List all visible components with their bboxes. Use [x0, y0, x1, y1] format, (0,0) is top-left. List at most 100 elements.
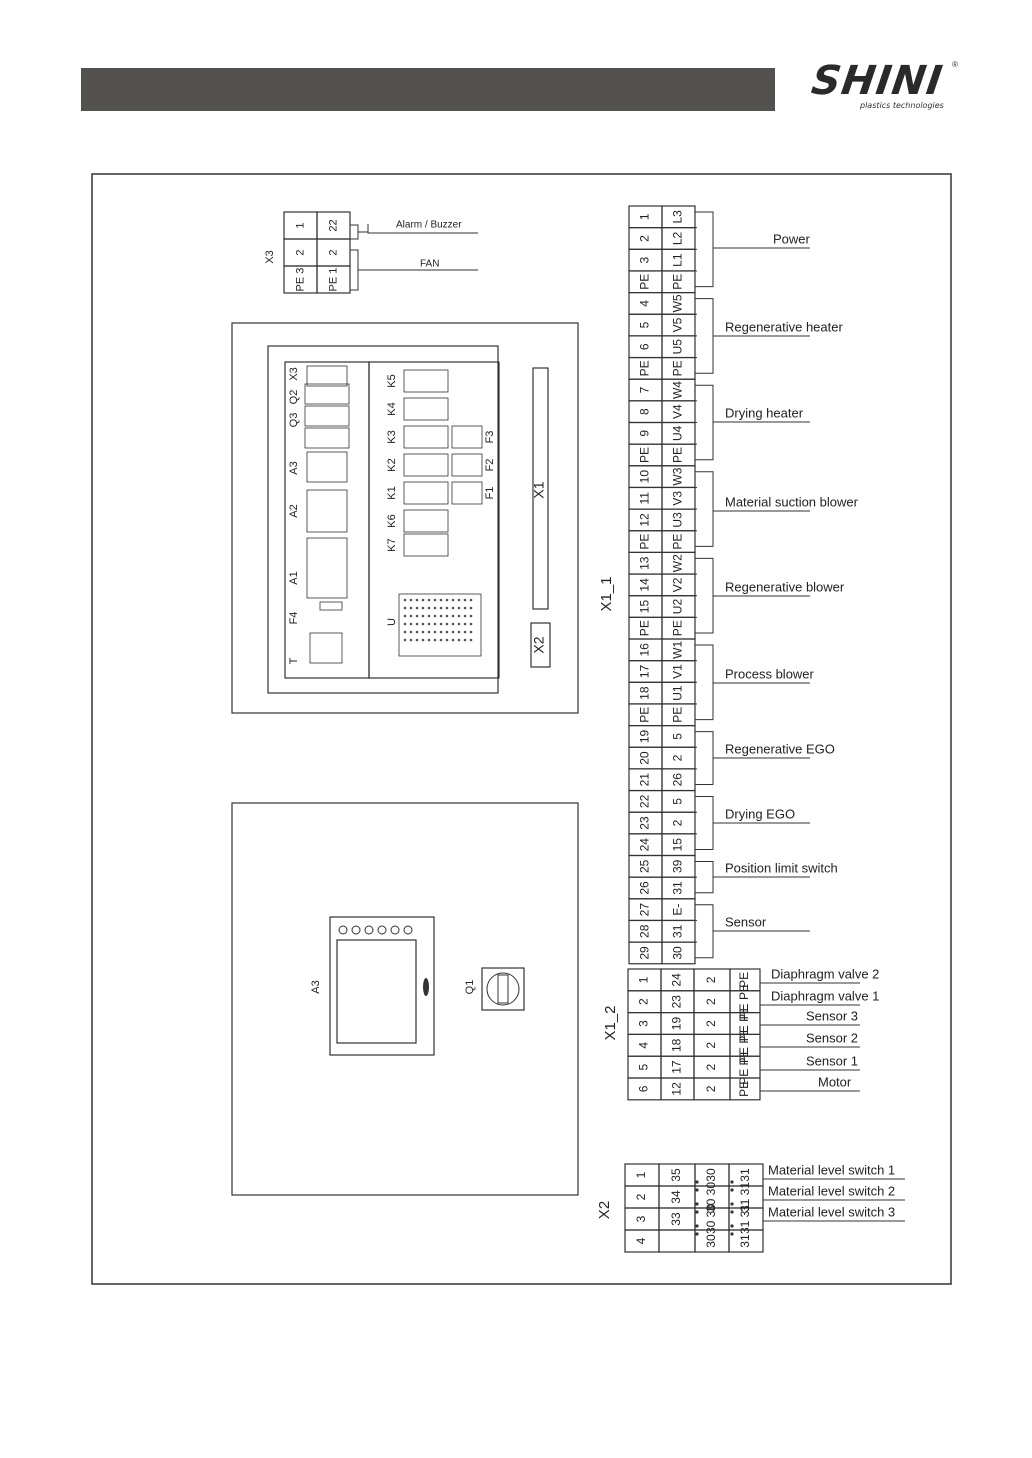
x3-cell-label: 1 — [294, 222, 306, 228]
x1-1-cell-label: 5 — [671, 798, 685, 805]
x1-1-cell-label: 21 — [638, 773, 652, 787]
psu-vent-dot — [457, 614, 461, 618]
psu-vent-dot — [463, 638, 467, 642]
x1-2-cell-label: 5 — [637, 1063, 651, 1070]
x1-2-cell-label: 3 — [637, 1020, 651, 1027]
psu-vent-dot — [421, 638, 425, 642]
x3-lead-alarm — [358, 224, 478, 234]
x1-1-cell-label: 31 — [671, 924, 685, 938]
x1-1-cell-label: W1 — [671, 640, 685, 658]
x1-1-cell-label: V2 — [671, 577, 685, 592]
panel-switch-label: Q1 — [464, 980, 476, 995]
panel-screen-label: A3 — [310, 980, 322, 993]
psu-vent-dot — [451, 598, 455, 602]
x1-1-signal-regenerative-ego: Regenerative EGO — [725, 741, 835, 756]
psu-vent-dot — [409, 614, 413, 618]
psu-vent-dot — [421, 622, 425, 626]
cabinet-label-a2: A2 — [288, 504, 300, 517]
x1-1-cell-label: 5 — [671, 733, 685, 740]
hmi-button — [364, 925, 374, 935]
power-supply-label: U — [386, 618, 398, 626]
psu-vent-dot — [409, 638, 413, 642]
x2-signal-material-level-switch-3: Material level switch 3 — [768, 1204, 895, 1219]
x2-cell-label: 30 — [704, 1234, 718, 1248]
breaker — [304, 405, 350, 427]
x1-1-cell-label: W2 — [671, 554, 685, 572]
relay-k6 — [403, 509, 449, 533]
x1-1-cell — [661, 941, 696, 965]
terminal-x1-strip — [532, 367, 549, 610]
relay-label-k7: K7 — [386, 538, 398, 551]
psu-vent-dot — [403, 606, 407, 610]
x2-cell — [728, 1229, 764, 1253]
x2-cell-label: 30 30 — [704, 1204, 718, 1234]
psu-vent-dot — [427, 630, 431, 634]
x1-2-cell-label: 2 — [704, 1085, 718, 1092]
hmi-button — [338, 925, 348, 935]
x1-1-cell-label: 6 — [638, 343, 652, 350]
rail-right-area — [368, 361, 500, 679]
x1-2-cell-label: 23 — [670, 995, 684, 1009]
psu-vent-dot — [415, 622, 419, 626]
x3-cell-label: PE 3 — [294, 268, 306, 292]
psu-vent-dot — [427, 606, 431, 610]
x2-cell-label: 31 31 — [738, 1204, 752, 1234]
psu-vent-dot — [439, 614, 443, 618]
psu-vent-dot — [439, 606, 443, 610]
psu-vent-dot — [463, 614, 467, 618]
psu-vent-dot — [433, 614, 437, 618]
x1-1-bracket — [695, 298, 714, 374]
x1-1-signal-drying-ego: Drying EGO — [725, 806, 795, 821]
psu-vent-dot — [421, 606, 425, 610]
x1-1-bracket — [695, 796, 714, 850]
x2-cell-label: 31 31 — [738, 1182, 752, 1212]
x2-cell-label: 35 — [669, 1168, 683, 1182]
x2-cell-label: 4 — [634, 1237, 648, 1244]
x1-1-cell-label: PE — [671, 447, 685, 463]
x1-2-cell-label: 12 — [670, 1082, 684, 1096]
x1-2-cell-label: 2 — [704, 1063, 718, 1070]
psu-vent-dot — [421, 630, 425, 634]
x1-1-cell-label: U4 — [671, 425, 685, 441]
x2-cell-label: 30 — [704, 1168, 718, 1182]
relay-k7 — [403, 533, 449, 557]
psu-vent-dot — [469, 606, 473, 610]
x1-2-cell-label: 2 — [704, 1020, 718, 1027]
psu-vent-dot — [433, 630, 437, 634]
x1-1-cell-label: 14 — [638, 578, 652, 592]
x1-1-label: X1_1 — [598, 576, 615, 611]
psu-vent-dot — [469, 614, 473, 618]
x3-signal-alarm-buzzer: Alarm / Buzzer — [396, 220, 462, 231]
x1-1-cell-label: PE — [638, 274, 652, 290]
psu-vent-dot — [445, 614, 449, 618]
x1-1-cell-label: 7 — [638, 386, 652, 393]
relay-k5 — [403, 369, 449, 393]
x1-1-cell-label: PE — [671, 274, 685, 290]
psu-vent-dot — [469, 598, 473, 602]
psu-vent-dot — [457, 622, 461, 626]
x1-1-cell-label: 5 — [638, 321, 652, 328]
hmi-screen — [336, 939, 417, 1044]
x1-1-cell-label: 12 — [638, 513, 652, 527]
hmi-indicator — [423, 978, 429, 996]
x2-jumper-dot — [730, 1180, 734, 1184]
main-switch-handle — [497, 974, 509, 1004]
cabinet-outer — [231, 322, 579, 714]
cabinet-label-q3: Q3 — [288, 413, 300, 428]
x2-cell-label: 30 30 — [704, 1182, 718, 1212]
x2-signal-material-level-switch-2: Material level switch 2 — [768, 1183, 895, 1198]
psu-vent-dot — [427, 622, 431, 626]
x3-bracket-alarm — [350, 224, 359, 240]
psu-vent-dot — [445, 638, 449, 642]
x1-1-cell-label: 13 — [638, 556, 652, 570]
psu-vent-dot — [463, 598, 467, 602]
relay-label-k4: K4 — [386, 402, 398, 415]
x1-1-bracket — [695, 731, 714, 786]
x2-jumper-dot — [695, 1224, 699, 1228]
psu-vent-dot — [457, 638, 461, 642]
x2-cell-label: 1 — [634, 1171, 648, 1178]
relay-label-k6: K6 — [386, 514, 398, 527]
psu-vent-dot — [427, 638, 431, 642]
psu-vent-dot — [433, 598, 437, 602]
x1-1-cell-label: 25 — [638, 859, 652, 873]
